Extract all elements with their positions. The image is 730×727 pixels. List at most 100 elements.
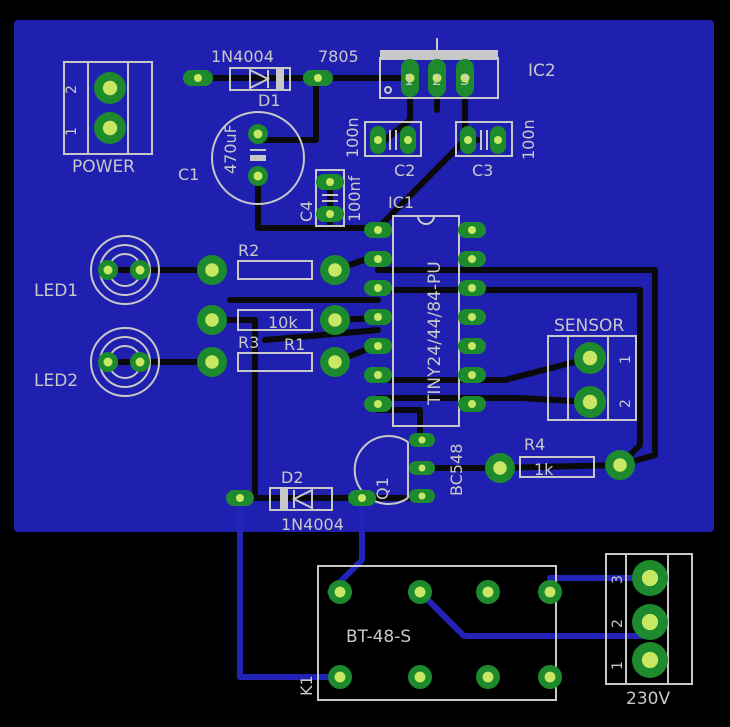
svg-text:3: 3 [610, 575, 626, 584]
svg-text:LED2: LED2 [34, 371, 78, 391]
pad-ic1-left-3-drill [374, 284, 382, 292]
pad-led2-k-drill [135, 357, 145, 367]
pad-c2-a-drill [374, 136, 382, 144]
pad-sensor-1-drill [582, 350, 598, 366]
svg-text:R4: R4 [524, 435, 545, 454]
pad-r1-b-drill [328, 313, 342, 327]
resistor-r3: R3 [237, 333, 313, 372]
pad-ic1-right-4-drill [468, 313, 476, 321]
pad-c4-b-drill [326, 210, 334, 218]
svg-text:1N4004: 1N4004 [211, 47, 274, 66]
pad-ic1-left-1-drill [374, 226, 382, 234]
pad-r3-a-drill [205, 355, 219, 369]
pad-d2-k-drill [358, 494, 366, 502]
svg-text:LED1: LED1 [34, 281, 78, 301]
pad-ic1-left-4-drill [374, 313, 382, 321]
relay-k1: BT-48-S K1 [297, 565, 557, 701]
pad-mains-3-drill [641, 569, 659, 587]
svg-text:3: 3 [460, 71, 470, 89]
pad-d2-a-drill [236, 494, 244, 502]
pad-ic1-right-6-drill [468, 371, 476, 379]
svg-text:470uF: 470uF [221, 124, 240, 174]
svg-text:IC1: IC1 [388, 193, 414, 212]
power-label: POWER [72, 157, 135, 177]
diode-d1: 1N4004 D1 [211, 47, 291, 110]
pads [94, 59, 668, 689]
pad-ic1-right-3-drill [468, 284, 476, 292]
pad-c1-n-drill [253, 171, 263, 181]
resistor-r2: R2 [237, 241, 313, 280]
svg-text:2: 2 [610, 619, 626, 628]
svg-text:1: 1 [618, 355, 634, 364]
pad-c3-a-drill [464, 136, 472, 144]
svg-text:1: 1 [404, 71, 414, 89]
svg-text:10k: 10k [268, 313, 298, 332]
pad-ic2-2-drill [432, 73, 442, 83]
pad-relay-3-drill [482, 586, 494, 598]
power-connector: 2 1 POWER [63, 61, 153, 177]
pad-ic1-right-7-drill [468, 400, 476, 408]
pad-q1-3-drill [418, 492, 426, 500]
pad-relay-1-drill [334, 586, 346, 598]
svg-text:Q1: Q1 [373, 477, 392, 500]
svg-text:1: 1 [610, 661, 626, 670]
pad-power-1-drill [102, 120, 118, 136]
pad-ic1-left-5-drill [374, 342, 382, 350]
svg-text:C3: C3 [472, 161, 493, 180]
svg-text:R3: R3 [238, 333, 259, 352]
svg-text:100n: 100n [343, 117, 362, 158]
pad-led1-a-drill [103, 265, 113, 275]
pad-r4-b-drill [613, 458, 627, 472]
pad-r3-b-drill [328, 355, 342, 369]
pad-relay-7-drill [482, 671, 494, 683]
pad-d1-k-drill [314, 74, 322, 82]
diode-d2: D2 1N4004 [269, 468, 344, 534]
pad-c3-b-drill [494, 136, 502, 144]
pad-r1-a-drill [205, 313, 219, 327]
pad-r4-a-drill [493, 461, 507, 475]
pad-ic1-left-6-drill [374, 371, 382, 379]
pad-sensor-2-drill [582, 394, 598, 410]
copper-pour [14, 20, 714, 532]
pad-ic1-right-1-drill [468, 226, 476, 234]
capacitor-c2: 100n C2 [343, 117, 422, 180]
mains-connector: 230V 3 2 1 [605, 553, 693, 709]
svg-text:D1: D1 [258, 91, 281, 110]
svg-text:TINY24/44/84-PU: TINY24/44/84-PU [425, 261, 445, 406]
pad-relay-4-drill [544, 586, 556, 598]
pad-mains-2-drill [641, 613, 659, 631]
svg-text:100nf: 100nf [345, 175, 364, 222]
svg-text:C1: C1 [178, 165, 199, 184]
transistor-q1: Q1 BC548 [353, 435, 466, 505]
svg-text:7805: 7805 [318, 47, 359, 66]
capacitor-c1: 470uF C1 [178, 111, 305, 205]
pad-q1-1-drill [418, 436, 426, 444]
pad-ic1-right-2-drill [468, 255, 476, 263]
pad-led2-a-drill [103, 357, 113, 367]
svg-text:1N4004: 1N4004 [281, 515, 344, 534]
capacitor-c3: 100n C3 [455, 119, 538, 180]
pad-power-2-drill [102, 80, 118, 96]
svg-text:SENSOR: SENSOR [554, 316, 624, 336]
svg-text:D2: D2 [281, 468, 304, 487]
pad-r2-b-drill [328, 263, 342, 277]
pad-relay-5-drill [334, 671, 346, 683]
svg-text:C4: C4 [297, 201, 316, 222]
svg-text:2: 2 [618, 399, 634, 408]
pad-ic1-left-2-drill [374, 255, 382, 263]
resistor-r4: R4 1k [519, 435, 595, 479]
svg-text:1: 1 [64, 127, 80, 136]
capacitor-c4: C4 100nf [297, 169, 364, 227]
svg-text:K1: K1 [297, 675, 316, 696]
pad-relay-8-drill [544, 671, 556, 683]
svg-text:230V: 230V [626, 689, 670, 709]
pad-mains-1-drill [641, 651, 659, 669]
pad-ic2-1-drill [405, 73, 415, 83]
pad-q1-2-drill [418, 464, 426, 472]
svg-text:R1: R1 [284, 335, 305, 354]
svg-text:C2: C2 [394, 161, 415, 180]
pad-c2-b-drill [404, 136, 412, 144]
svg-text:R2: R2 [238, 241, 259, 260]
pad-ic1-left-7-drill [374, 400, 382, 408]
svg-text:BT-48-S: BT-48-S [346, 627, 411, 647]
